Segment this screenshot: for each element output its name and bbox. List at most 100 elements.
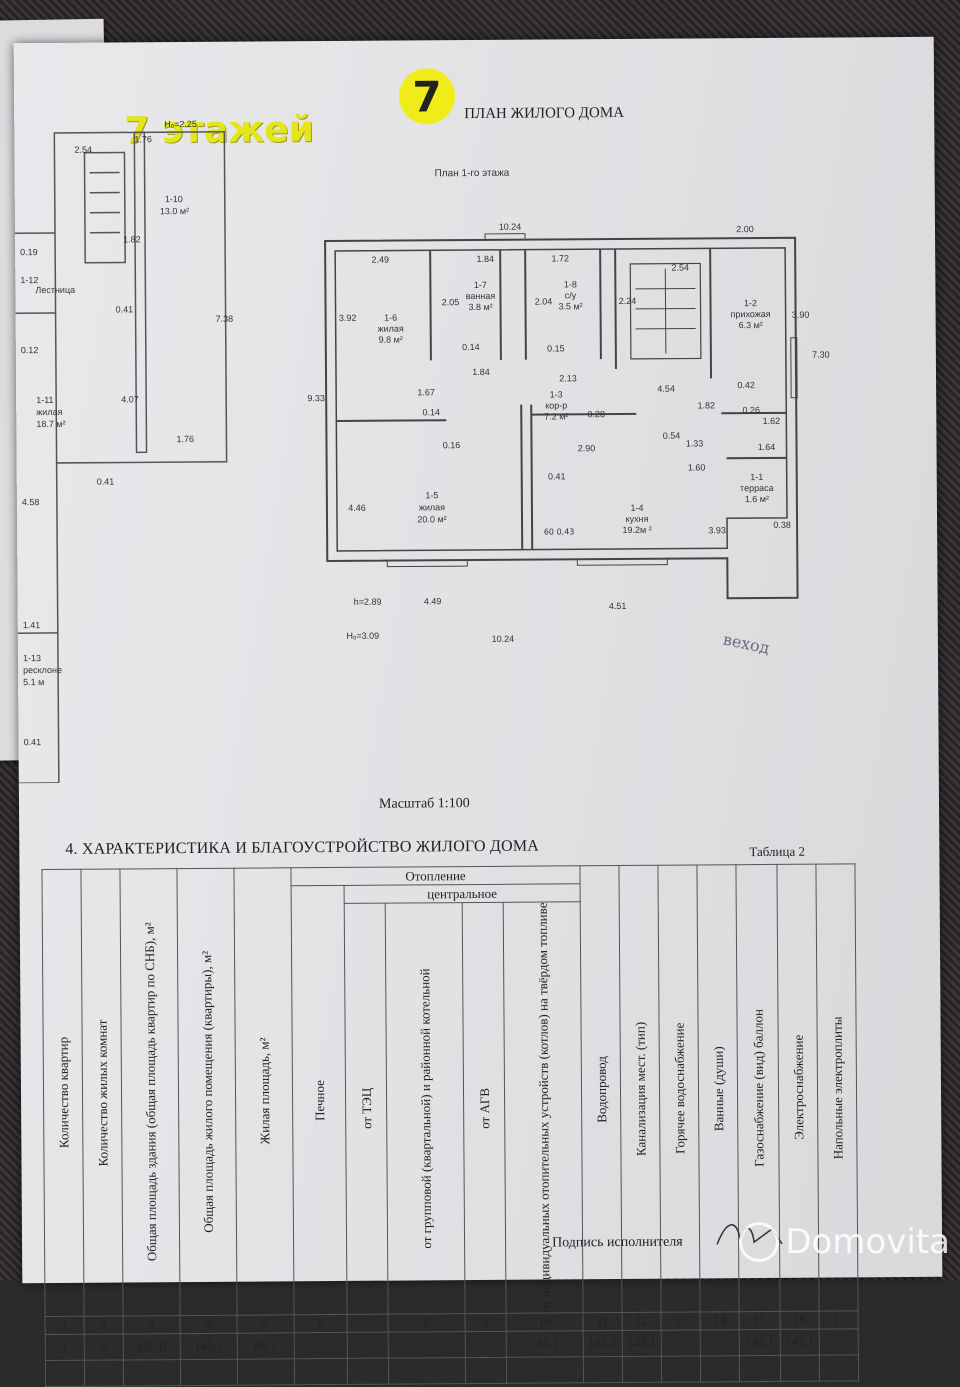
- left-label: 0.41: [24, 737, 42, 747]
- table-cell: 14: [700, 1312, 739, 1330]
- table-cell: 5: [237, 1315, 294, 1333]
- left-label: 1-13: [23, 653, 41, 663]
- dim-label: 9.33: [307, 393, 325, 403]
- dim-label: 1.67: [417, 387, 435, 397]
- table-cell: [661, 1330, 700, 1356]
- dim-label: 0.28: [587, 409, 605, 419]
- col-header-1: Количество квартир: [42, 869, 84, 1316]
- table-cell: 5: [84, 1334, 123, 1360]
- table-cell: 235.0: [123, 1333, 180, 1359]
- group-heating: Отопление: [291, 866, 580, 886]
- table-cell: 145.1: [180, 1333, 237, 1359]
- left-label: 2.54: [74, 145, 92, 155]
- left-label: 0.12: [21, 345, 39, 355]
- room-1-1-id: 1-1: [750, 472, 763, 482]
- floor-title: План 1-го этажа: [435, 168, 510, 180]
- table-cell: [294, 1332, 347, 1358]
- dim-label: 7.30: [812, 350, 830, 360]
- left-label: 1.82: [123, 234, 141, 244]
- table-cell: [819, 1329, 858, 1355]
- table-cell: 8: [388, 1313, 465, 1332]
- dim-label: 1.84: [472, 367, 490, 377]
- col-header-4: Общая площадь жилого помещения (квартиры…: [177, 868, 237, 1315]
- room-1-8-name: с/у: [565, 290, 577, 300]
- room-1-5-id: 1-5: [425, 490, 438, 500]
- room-1-1-name: терраса: [740, 483, 774, 493]
- left-label: 4.07: [121, 394, 139, 404]
- left-label: 18.7 м²: [36, 419, 65, 429]
- dim-label: 0.16: [443, 440, 461, 450]
- room-1-2-area: 6.3 м²: [739, 320, 763, 330]
- room-1-4-area: 19.2м ²: [622, 525, 651, 535]
- table-cell: 1: [45, 1334, 84, 1360]
- table-label: Таблица 2: [749, 844, 805, 860]
- dim-label: 0.41: [548, 471, 566, 481]
- table-cell: 12: [622, 1312, 661, 1330]
- dim-label: 0.54: [663, 431, 681, 441]
- plan-title: ПЛАН ЖИЛОГО ДОМА: [464, 105, 624, 123]
- left-partial-plan: Hₒ=2.25 1.76 2.54 1-10 13.0 м² 1.82 0.41…: [14, 112, 249, 784]
- dim-label: 4.51: [609, 601, 627, 611]
- table-cell: 145.1: [583, 1330, 622, 1356]
- dim-label: 3.92: [339, 313, 357, 323]
- document-sheet: 7 этажей 7 ПЛАН ЖИЛОГО ДОМА План 1-го эт…: [14, 37, 943, 1283]
- dim-label: 1.82: [697, 400, 715, 410]
- left-label: ресклоне: [23, 665, 62, 675]
- col-header-10: от индивидуальных отопительных устройств…: [503, 902, 583, 1313]
- dim-label: 4.54: [657, 384, 675, 394]
- table-cell: 86.1: [237, 1333, 294, 1359]
- dim-label: 4.49: [424, 596, 442, 606]
- left-label: 1.76: [134, 134, 152, 144]
- col-header-2: Количество жилых комнат: [81, 869, 123, 1316]
- dim-label: 4.46: [348, 503, 366, 513]
- col-header-5: Жилая площадь, м²: [234, 868, 294, 1315]
- dim-label: 2.24: [619, 296, 637, 306]
- left-label: жилая: [36, 407, 62, 417]
- left-label: 1.41: [23, 620, 41, 630]
- dim-label: 0.26: [742, 405, 760, 415]
- table-cell: 17: [819, 1311, 858, 1329]
- dim-label: h=2.89: [354, 597, 382, 607]
- dim-label: 1.64: [758, 442, 776, 452]
- dim-label: 2.13: [559, 373, 577, 383]
- dim-label: 0.14: [462, 342, 480, 352]
- watermark: Domovita: [739, 1222, 950, 1262]
- dim-label: 10.24: [492, 634, 515, 644]
- col-header-3: Общая площадь здания (общая площадь квар…: [120, 869, 180, 1316]
- room-1-3-id: 1-3: [550, 389, 563, 399]
- table-cell: 2: [84, 1316, 123, 1334]
- table-cell: 10: [506, 1313, 583, 1332]
- left-label: 7.38: [216, 314, 234, 324]
- left-label: Лестница: [35, 285, 75, 295]
- watermark-logo-icon: [739, 1222, 779, 1262]
- floor-plan: 10.24 2.49 1.84 1.72 2.54 2.00 2.05 2.04…: [285, 187, 848, 671]
- left-label: 1-11: [36, 395, 53, 405]
- dim-label: 0.42: [737, 380, 755, 390]
- table-cell: 15: [739, 1311, 780, 1329]
- dim-label: Hₒ=3.09: [346, 631, 379, 641]
- group-central: центральное: [344, 884, 580, 904]
- left-label: Hₒ=2.25: [164, 119, 197, 129]
- table-empty-row: [45, 1355, 858, 1387]
- characteristics-table: Количество квартир Количество жилых комн…: [41, 863, 859, 1387]
- left-label: 1-12: [20, 275, 38, 285]
- room-1-6-name: жилая: [378, 324, 404, 334]
- col-header-9: от АГВ: [462, 902, 506, 1313]
- left-label: 5.1 м: [23, 677, 44, 687]
- dim-label: 3.90: [792, 310, 810, 320]
- table-cell: 9: [465, 1313, 506, 1331]
- table-cell: 13: [661, 1312, 700, 1330]
- room-1-2-name: прихожая: [731, 309, 771, 319]
- dim-label: 10.24: [499, 222, 522, 232]
- signature-label: Подпись исполнителя: [552, 1235, 683, 1252]
- room-1-4-name: кухня: [626, 514, 649, 524]
- table-cell: 145.1: [739, 1329, 780, 1355]
- dim-label: 0.14: [422, 407, 440, 417]
- table-cell: 6: [294, 1314, 347, 1332]
- dim-label: 1.33: [686, 438, 704, 448]
- dim-label: 1.60: [688, 462, 706, 472]
- table-cell: 145.1: [780, 1329, 819, 1355]
- dim-label: 2.00: [736, 224, 754, 234]
- table-cell: 4: [180, 1315, 237, 1333]
- left-label: 1-10: [165, 194, 183, 204]
